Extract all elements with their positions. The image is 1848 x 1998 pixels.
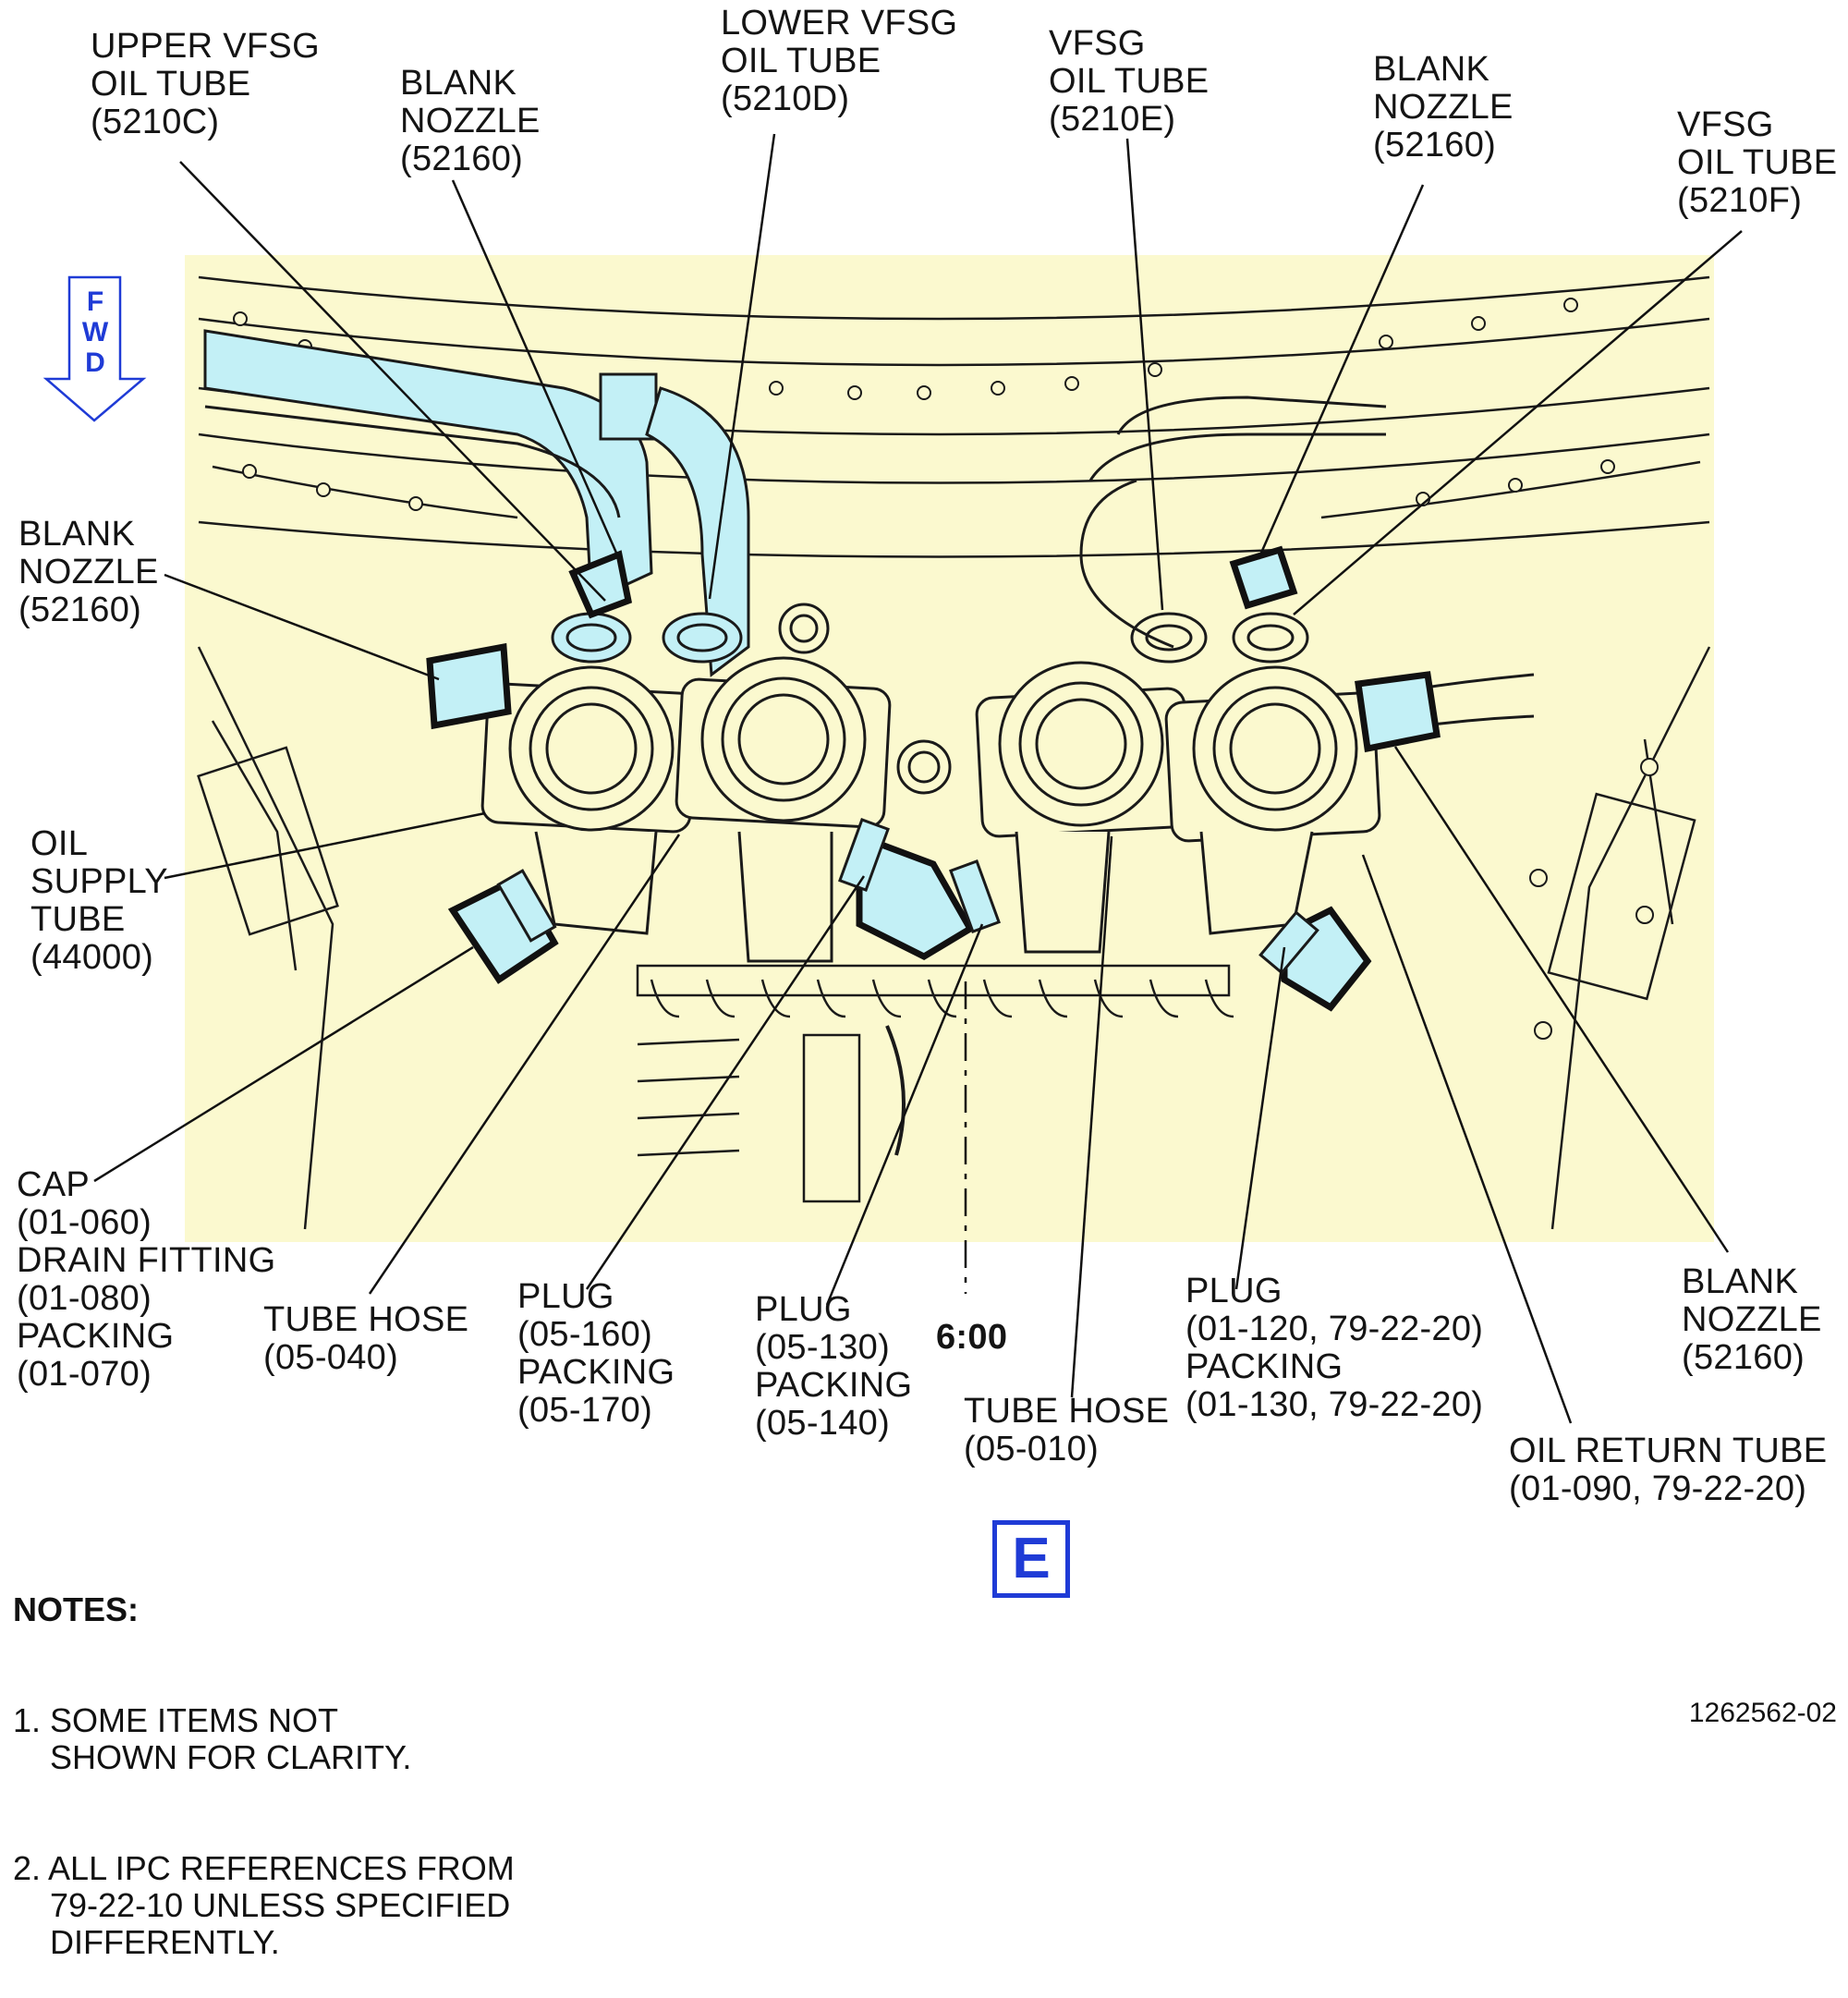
label-tube-hose-040: TUBE HOSE (05-040) <box>263 1300 469 1377</box>
fwd-arrow <box>43 275 147 422</box>
label-tube-hose-010: TUBE HOSE (05-010) <box>964 1392 1170 1468</box>
fwd-letter-w: W <box>81 317 109 347</box>
label-plug-160: PLUG (05-160) PACKING (05-170) <box>517 1277 675 1430</box>
label-vfsg-oil-tube-f: VFSG OIL TUBE (5210F) <box>1677 105 1838 220</box>
label-cap-drain-packing: CAP (01-060) DRAIN FITTING (01-080) PACK… <box>17 1165 276 1394</box>
label-upper-vfsg-oil-tube: UPPER VFSG OIL TUBE (5210C) <box>91 27 320 141</box>
label-blank-nozzle-top-left: BLANK NOZZLE (52160) <box>400 64 541 178</box>
clock-position-label: 6:00 <box>936 1318 1008 1357</box>
figure-number: 1262562-02 <box>1688 1698 1837 1728</box>
note-item-2: 2. ALL IPC REFERENCES FROM 79-22-10 UNLE… <box>13 1849 515 1961</box>
notes-heading: NOTES: <box>13 1590 140 1628</box>
note-item-1: 1. SOME ITEMS NOT SHOWN FOR CLARITY. <box>13 1701 412 1776</box>
illustration <box>43 133 1743 1424</box>
fwd-indicator: F W D <box>77 286 114 378</box>
label-vfsg-oil-tube-e: VFSG OIL TUBE (5210E) <box>1049 24 1210 139</box>
fwd-letter-f: F <box>86 286 104 317</box>
manifold-flanges <box>480 603 1381 963</box>
label-plug-130: PLUG (05-130) PACKING (05-140) <box>755 1290 913 1443</box>
bracket-clamps <box>637 979 1234 1157</box>
label-blank-nozzle-top-right: BLANK NOZZLE (52160) <box>1373 50 1514 164</box>
label-blank-nozzle-left: BLANK NOZZLE (52160) <box>18 515 159 629</box>
notes-block: NOTES: 1. SOME ITEMS NOT SHOWN FOR CLARI… <box>13 1517 515 1998</box>
blank-nozzles-and-caps <box>426 545 1441 1012</box>
label-plug-120: PLUG (01-120, 79-22-20) PACKING (01-130,… <box>1185 1272 1484 1424</box>
plug-hexes <box>496 818 1319 975</box>
label-oil-supply-tube: OIL SUPPLY TUBE (44000) <box>30 824 168 977</box>
label-lower-vfsg-oil-tube: LOWER VFSG OIL TUBE (5210D) <box>721 4 958 118</box>
view-letter-box: E <box>992 1520 1070 1598</box>
leader-lines <box>93 133 1743 1424</box>
fwd-letter-d: D <box>85 347 105 378</box>
label-oil-return-tube: OIL RETURN TUBE (01-090, 79-22-20) <box>1509 1431 1828 1508</box>
label-blank-nozzle-right: BLANK NOZZLE (52160) <box>1682 1262 1822 1377</box>
